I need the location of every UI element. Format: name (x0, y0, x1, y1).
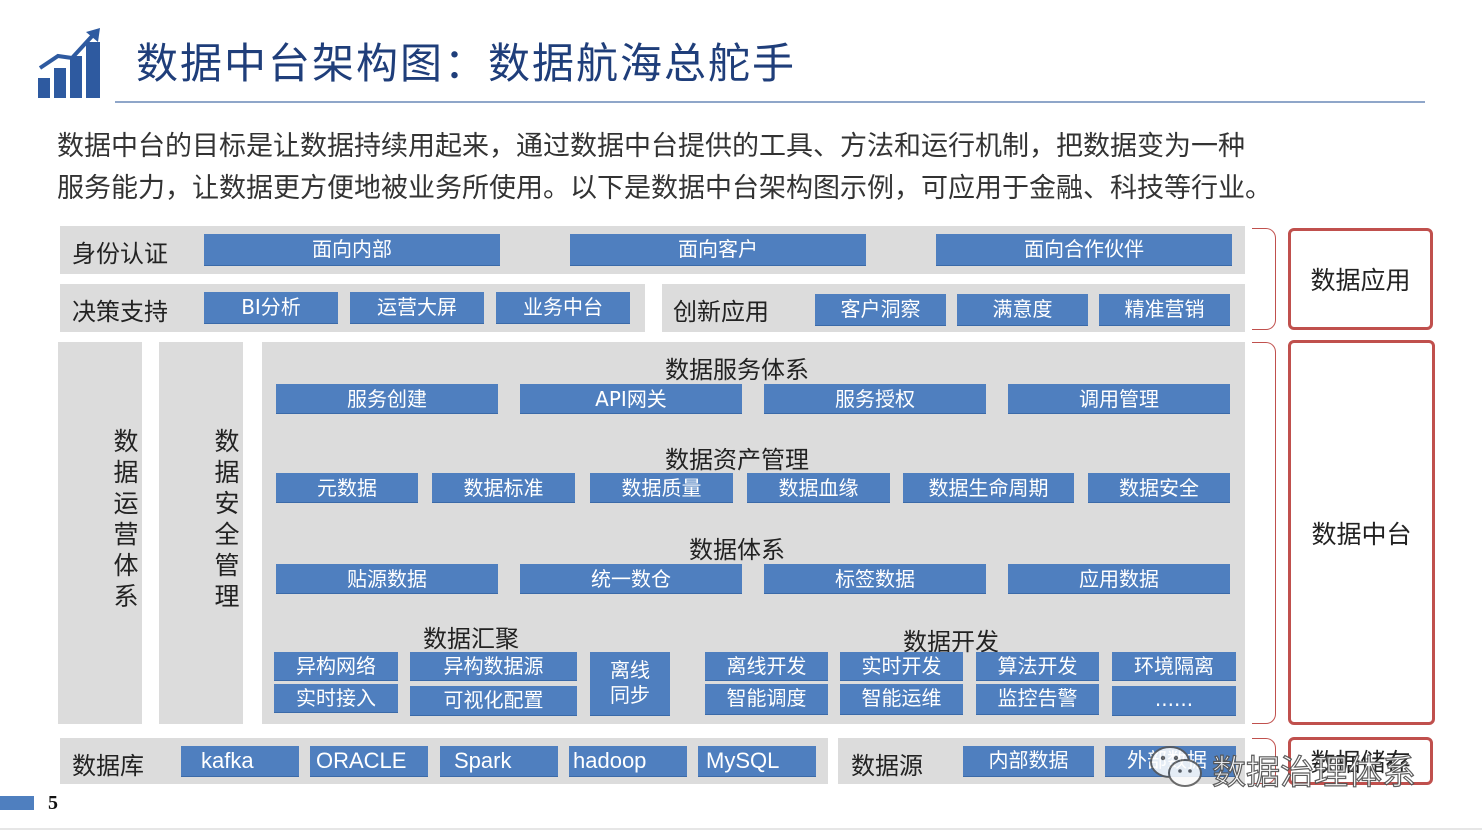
intro-line-1: 数据中台的目标是让数据持续用起来，通过数据中台提供的工具、方法和运行机制，把数据… (57, 131, 1245, 162)
service-create-box: 服务创建 (276, 384, 498, 414)
service-auth-box: 服务授权 (764, 384, 986, 414)
identity-internal-box: 面向内部 (204, 234, 500, 266)
db-hadoop-box: hadoop (569, 746, 687, 777)
gather-offline-label: 离线同步 (610, 658, 650, 707)
service-title: 数据服务体系 (665, 356, 809, 384)
decision-label: 决策支持 (72, 298, 168, 326)
innovation-label: 创新应用 (673, 298, 769, 326)
decision-bi-box: BI分析 (204, 292, 338, 324)
identity-label: 身份认证 (72, 240, 168, 268)
watermark-text: 数据治理体系 (1211, 752, 1416, 793)
gather-heterogeneous-box: 异构数据源 (410, 652, 577, 681)
dev-realtime-box: 实时开发 (840, 652, 963, 681)
dev-ops-box: 智能运维 (840, 684, 963, 715)
security-column-label: 数据安全管理 (211, 428, 240, 614)
db-oracle-box: ORACLE (310, 746, 428, 777)
gather-title: 数据汇聚 (423, 625, 519, 653)
gather-offline-box: 离线同步 (590, 652, 670, 716)
operation-column-label: 数据运营体系 (110, 428, 139, 614)
dev-more-box: ...... (1112, 686, 1236, 716)
system-source-box: 贴源数据 (276, 564, 498, 594)
identity-customer-box: 面向客户 (570, 234, 866, 266)
innovation-satisfaction-box: 满意度 (957, 294, 1088, 326)
system-app-box: 应用数据 (1008, 564, 1230, 594)
app-brace (1252, 228, 1276, 330)
asset-lineage-box: 数据血缘 (747, 473, 890, 503)
platform-brace (1252, 342, 1276, 724)
asset-lifecycle-box: 数据生命周期 (903, 473, 1074, 503)
datasource-label: 数据源 (851, 752, 923, 780)
bottom-divider (0, 828, 1482, 830)
app-label-box: 数据应用 (1288, 228, 1433, 330)
chart-growth-icon (38, 28, 100, 98)
asset-meta-box: 元数据 (276, 473, 418, 503)
dev-offline-box: 离线开发 (705, 652, 828, 681)
asset-quality-box: 数据质量 (590, 473, 733, 503)
innovation-insight-box: 客户洞察 (815, 294, 946, 326)
dev-monitor-box: 监控告警 (976, 684, 1099, 715)
service-gateway-box: API网关 (520, 384, 742, 414)
platform-label-box: 数据中台 (1288, 340, 1435, 725)
asset-standard-box: 数据标准 (432, 473, 575, 503)
title-underline (115, 101, 1425, 103)
gather-realtime-box: 实时接入 (274, 684, 398, 713)
security-column (159, 342, 243, 724)
gather-visual-box: 可视化配置 (410, 686, 577, 716)
intro-line-2: 服务能力，让数据更方便地被业务所使用。以下是数据中台架构图示例，可应用于金融、科… (57, 173, 1272, 204)
system-tag-box: 标签数据 (764, 564, 986, 594)
decision-biz-box: 业务中台 (496, 292, 630, 324)
database-label: 数据库 (72, 752, 144, 780)
gather-network-box: 异构网络 (274, 652, 398, 681)
system-title: 数据体系 (689, 536, 785, 564)
storage-brace (1252, 738, 1276, 784)
datasource-internal-box: 内部数据 (963, 746, 1094, 777)
page-number: 5 (48, 792, 58, 814)
footer-bar (0, 796, 34, 810)
asset-title: 数据资产管理 (665, 446, 809, 474)
system-warehouse-box: 统一数仓 (520, 564, 742, 594)
dev-isolation-box: 环境隔离 (1112, 652, 1236, 681)
wechat-icon (1148, 742, 1206, 792)
asset-security-box: 数据安全 (1088, 473, 1230, 503)
dev-algorithm-box: 算法开发 (976, 652, 1099, 681)
storage-label-box: 数据储存 (1288, 737, 1433, 785)
service-call-box: 调用管理 (1008, 384, 1230, 414)
identity-partner-box: 面向合作伙伴 (936, 234, 1232, 266)
db-mysql-box: MySQL (698, 746, 816, 777)
decision-screen-box: 运营大屏 (350, 292, 484, 324)
db-spark-box: Spark (440, 746, 558, 777)
dev-title: 数据开发 (903, 628, 999, 656)
header-logo (36, 28, 108, 100)
page-title: 数据中台架构图：数据航海总舵手 (136, 39, 797, 88)
dev-schedule-box: 智能调度 (705, 684, 828, 715)
operation-column (58, 342, 142, 724)
innovation-marketing-box: 精准营销 (1099, 294, 1230, 326)
db-kafka-box: kafka (181, 746, 299, 777)
